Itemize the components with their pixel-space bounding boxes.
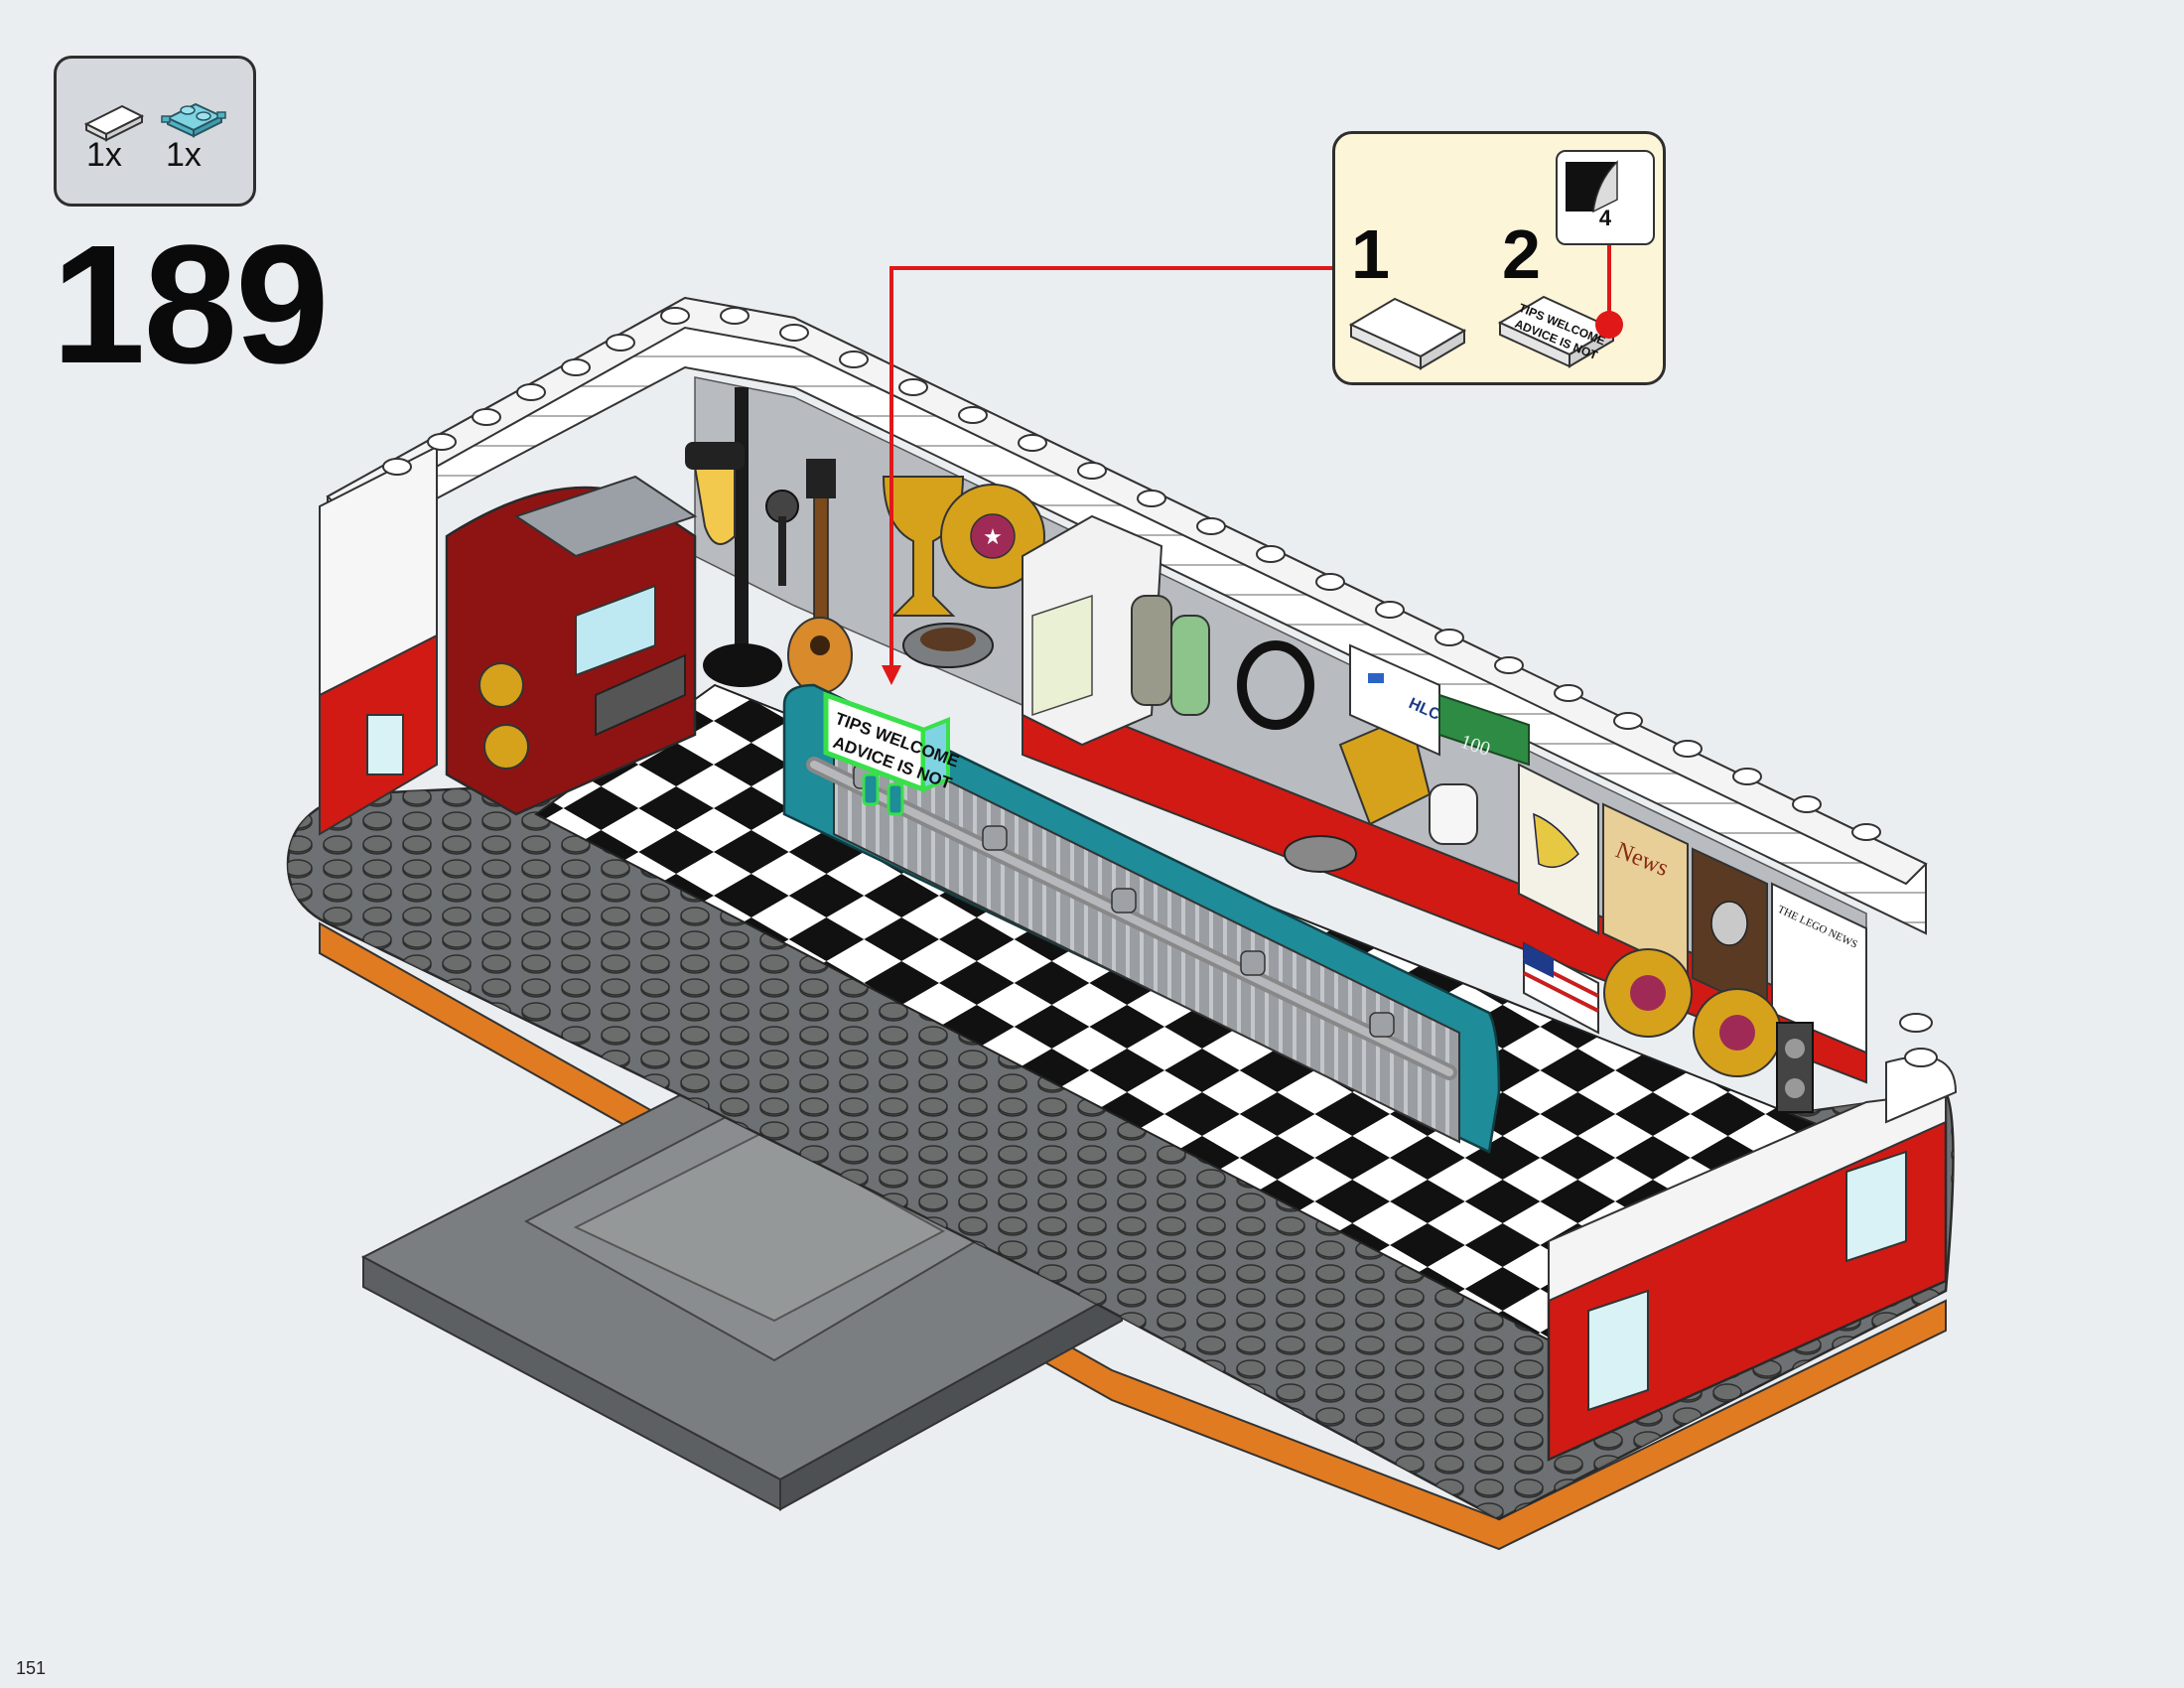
sticker-sheet-icon: 4 bbox=[1556, 150, 1655, 245]
sticker-tile-icon: TIPS WELCOME ADVICE IS NOT bbox=[1497, 295, 1616, 368]
part-qty-1: 1x bbox=[86, 136, 122, 174]
callout-connector bbox=[882, 266, 1332, 685]
sub-step-1: 1 bbox=[1351, 215, 1390, 293]
guitar bbox=[787, 459, 853, 694]
jukebox bbox=[445, 475, 698, 816]
gold-records-wall bbox=[1603, 948, 1782, 1077]
coffee-machine bbox=[902, 514, 1478, 873]
parts-icons bbox=[83, 102, 226, 142]
page-number: 151 bbox=[16, 1658, 47, 1678]
wall-posters: HLC 100 News THE LEGO NEWS bbox=[1349, 643, 1867, 1113]
step-number: 189 bbox=[52, 211, 330, 399]
parts-callout: 1x 1x bbox=[54, 56, 256, 207]
sticker-number: 4 bbox=[1598, 206, 1612, 230]
sub-assembly-callout: 1 2 4 TIPS WELCOME ADVICE IS NOT bbox=[1332, 131, 1666, 385]
svg-text:★: ★ bbox=[983, 525, 1003, 550]
white-tile-icon bbox=[83, 104, 145, 142]
sub-step-2: 2 bbox=[1502, 215, 1541, 293]
front-right-wall bbox=[1547, 1013, 1958, 1462]
part-qty-2: 1x bbox=[166, 136, 202, 174]
aqua-plate-icon bbox=[161, 102, 226, 138]
sub-assembly-art: TIPS WELCOME ADVICE IS NOT bbox=[1348, 245, 1623, 370]
trophy-records: ★ bbox=[882, 476, 1045, 617]
baseplate bbox=[286, 782, 1955, 1521]
tips-sign: TIPS WELCOME ADVICE IS NOT bbox=[823, 691, 961, 816]
lamp-mic bbox=[685, 387, 799, 687]
lower-platform bbox=[360, 1070, 1125, 1511]
orange-base bbox=[319, 921, 1947, 1551]
white-tile-sub-icon bbox=[1348, 297, 1467, 370]
